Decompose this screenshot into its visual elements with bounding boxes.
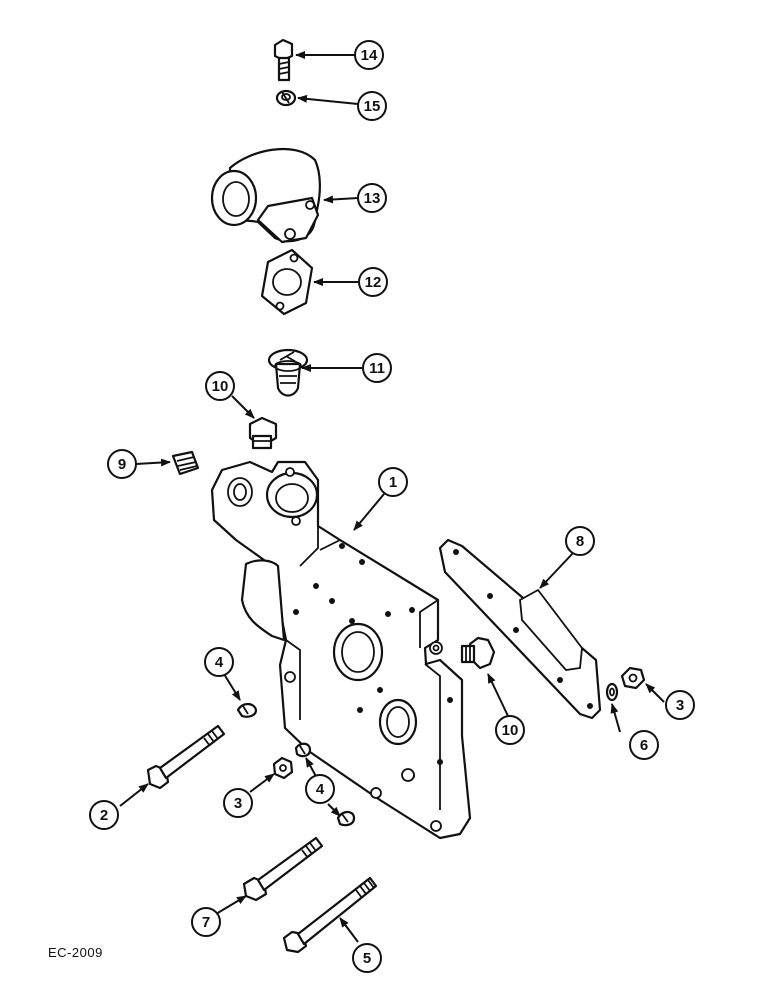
leader-lines bbox=[119, 51, 665, 943]
callout-10-upper-label: 10 bbox=[212, 378, 229, 395]
callout-6: 6 bbox=[629, 730, 659, 760]
nut-3-middle bbox=[272, 756, 294, 780]
housing-1 bbox=[210, 460, 472, 840]
bolt-2 bbox=[146, 724, 226, 790]
callout-11: 11 bbox=[362, 353, 392, 383]
callout-9-label: 9 bbox=[118, 456, 126, 473]
callout-13-label: 13 bbox=[364, 190, 381, 207]
bolt-5 bbox=[282, 876, 378, 954]
callout-14-label: 14 bbox=[361, 47, 378, 64]
callout-10-upper: 10 bbox=[205, 371, 235, 401]
callout-4-lower-label: 4 bbox=[316, 781, 325, 798]
callout-4-lower: 4 bbox=[305, 774, 335, 804]
callout-13: 13 bbox=[357, 183, 387, 213]
callout-1-label: 1 bbox=[389, 474, 397, 491]
callout-4-upper-label: 4 bbox=[215, 654, 224, 671]
plug-10-upper bbox=[248, 416, 278, 450]
callout-8: 8 bbox=[565, 526, 595, 556]
bolt-14 bbox=[273, 38, 294, 82]
figure-reference-code: EC-2009 bbox=[48, 945, 103, 960]
callout-5: 5 bbox=[352, 943, 382, 973]
callout-14: 14 bbox=[354, 40, 384, 70]
callout-3-middle-label: 3 bbox=[234, 795, 242, 812]
callout-5-label: 5 bbox=[363, 950, 371, 967]
callout-10-lower: 10 bbox=[495, 715, 525, 745]
callout-10-lower-label: 10 bbox=[502, 722, 519, 739]
gasket-plate-8 bbox=[438, 538, 602, 720]
lock-washer-4-upper bbox=[236, 702, 258, 718]
grub-screw-9 bbox=[171, 450, 200, 476]
washer-15 bbox=[275, 89, 297, 107]
plug-10-lower bbox=[460, 636, 496, 670]
callout-1: 1 bbox=[378, 467, 408, 497]
callout-2-label: 2 bbox=[100, 807, 108, 824]
elbow-outlet-13 bbox=[210, 147, 321, 244]
callout-2: 2 bbox=[89, 800, 119, 830]
callout-11-label: 11 bbox=[369, 360, 385, 377]
callout-9: 9 bbox=[107, 449, 137, 479]
callout-12: 12 bbox=[358, 267, 388, 297]
bolt-7 bbox=[242, 836, 324, 902]
callout-7: 7 bbox=[191, 907, 221, 937]
callout-7-label: 7 bbox=[202, 914, 210, 931]
washer-6 bbox=[605, 682, 619, 702]
thermostat-11 bbox=[267, 348, 309, 397]
callout-3-right: 3 bbox=[665, 690, 695, 720]
callout-15-label: 15 bbox=[364, 98, 381, 115]
nut-3-right bbox=[620, 666, 646, 690]
callout-3-right-label: 3 bbox=[676, 697, 684, 714]
callout-12-label: 12 bbox=[365, 274, 382, 291]
callout-8-label: 8 bbox=[576, 533, 584, 550]
callout-15: 15 bbox=[357, 91, 387, 121]
gasket-12 bbox=[260, 248, 314, 316]
lock-washer-4-middle bbox=[294, 742, 312, 758]
callout-6-label: 6 bbox=[640, 737, 648, 754]
callout-4-upper: 4 bbox=[204, 647, 234, 677]
callout-3-middle: 3 bbox=[223, 788, 253, 818]
lock-washer-4-lower bbox=[336, 810, 356, 827]
